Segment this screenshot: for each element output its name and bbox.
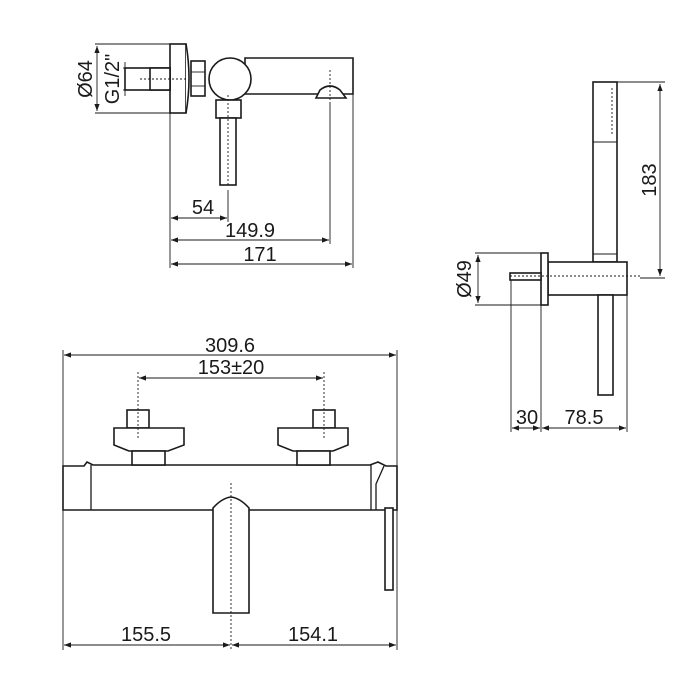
aerator [314, 85, 348, 99]
holder-bar [547, 261, 628, 296]
mixer-ball [208, 57, 252, 101]
mixer-body [62, 460, 398, 511]
left-handle-disc [113, 427, 185, 452]
dim-183: 183 [639, 163, 661, 196]
dim-154-1: 154.1 [288, 624, 338, 646]
dim-78-5: 78.5 [565, 407, 604, 429]
dim-30: 30 [516, 407, 538, 429]
dim-153-20: 153±20 [198, 357, 265, 379]
top-view: Ø64 G1/2" 54 149.9 171 [75, 43, 354, 268]
threaded-connector [509, 272, 542, 281]
dim-149-9: 149.9 [225, 220, 275, 242]
holder-rod [597, 294, 614, 396]
diverter-lever [384, 507, 394, 591]
hex-nut [190, 60, 206, 97]
dim-plate-diameter: Ø64 [75, 60, 97, 98]
lower-nut [215, 99, 242, 119]
hand-shower [592, 81, 618, 263]
left-handle-nut [131, 450, 166, 466]
end-cap-slant [375, 465, 385, 510]
dim-309-6: 309.6 [205, 335, 255, 357]
wall-plate-dome [185, 43, 190, 114]
front-view: 309.6 153±20 155.5 154.1 [62, 335, 398, 650]
dim-54: 54 [192, 197, 214, 219]
dim-holder-diameter: Ø49 [454, 260, 476, 298]
side-view: Ø49 183 30 78.5 [454, 81, 665, 432]
dim-thread: G1/2" [102, 54, 124, 104]
dim-155-5: 155.5 [121, 624, 171, 646]
dim-171: 171 [243, 244, 276, 266]
right-handle-nut [296, 450, 331, 466]
wall-plate [540, 252, 549, 306]
right-handle-disc [277, 427, 349, 452]
wall-plate [169, 43, 187, 114]
